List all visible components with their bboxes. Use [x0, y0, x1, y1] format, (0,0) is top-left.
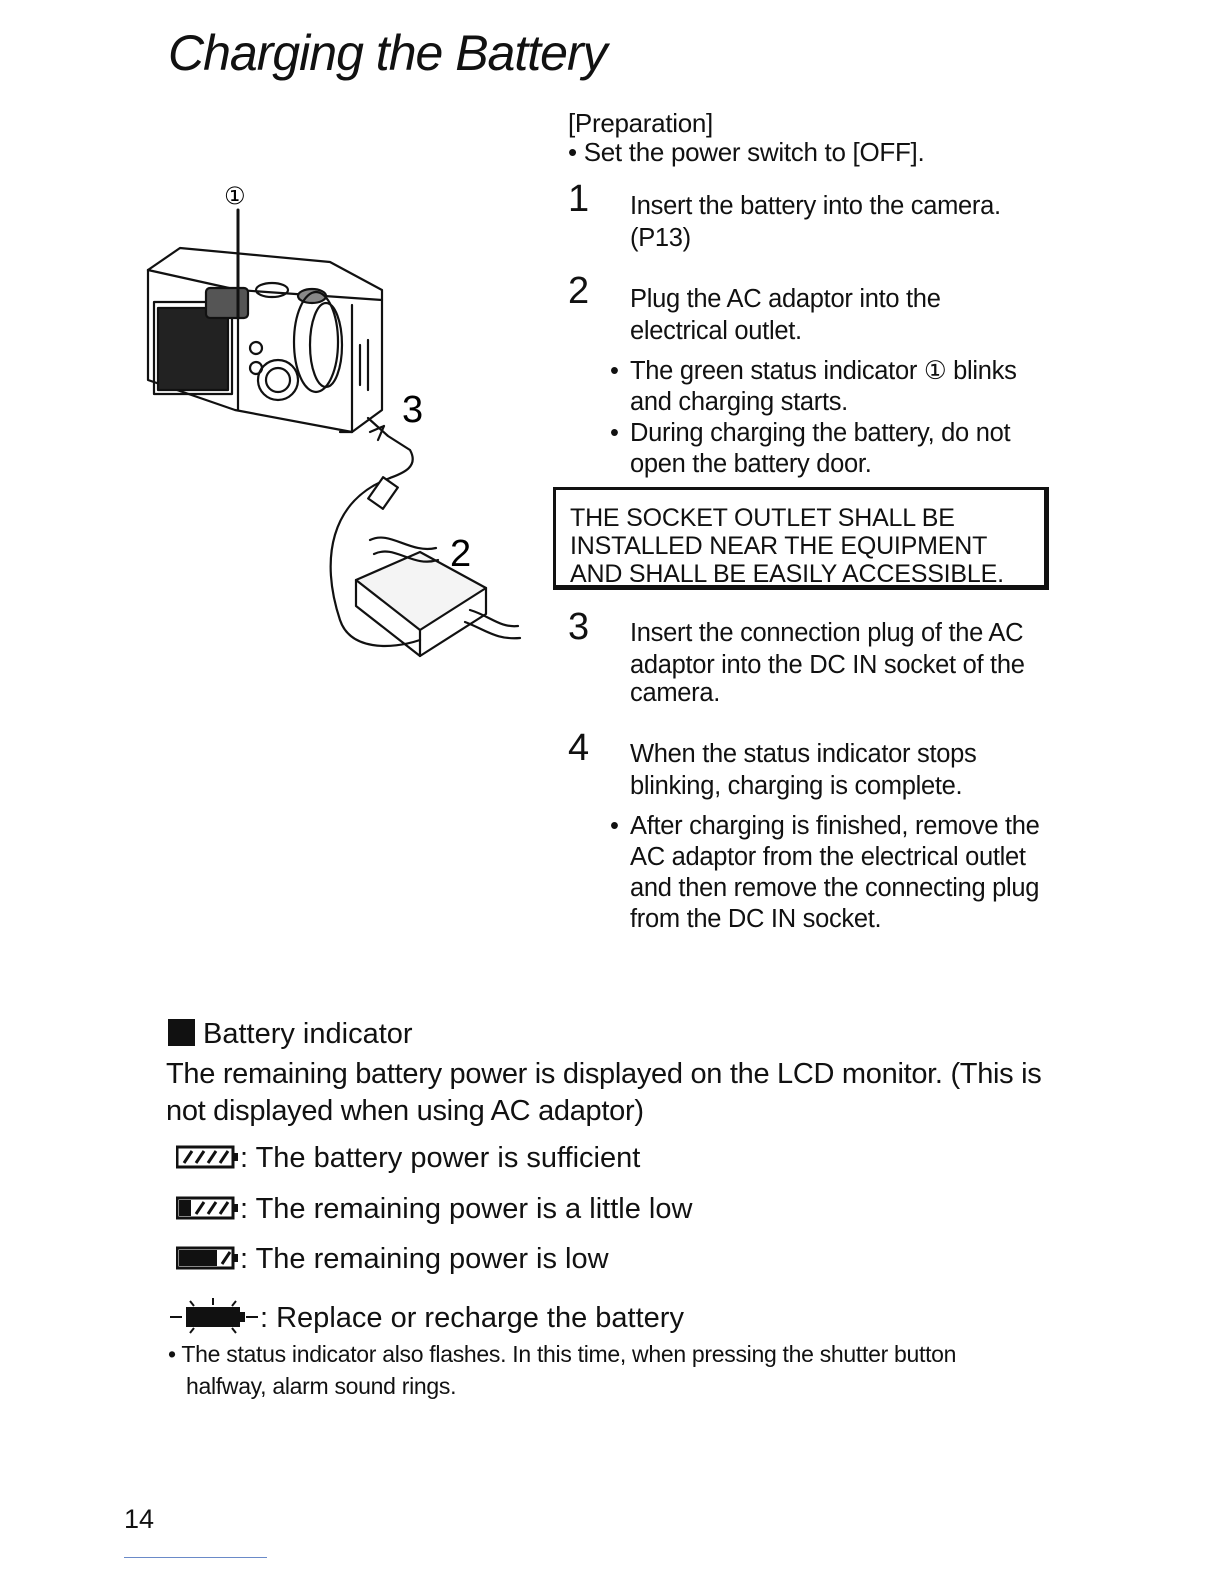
list-item: • During charging the battery, do not op…	[610, 418, 1060, 480]
list-item: • The green status indicator ① blinks an…	[610, 356, 1060, 418]
step-4-number: 4	[568, 727, 590, 769]
warning-line: THE SOCKET OUTLET SHALL BE	[570, 504, 955, 532]
warning-box: THE SOCKET OUTLET SHALL BE INSTALLED NEA…	[553, 487, 1049, 590]
warning-line: INSTALLED NEAR THE EQUIPMENT	[570, 532, 988, 560]
step-2-text: Plug the AC adaptor into the electrical …	[630, 283, 1060, 347]
battery-low-icon	[175, 1246, 238, 1270]
step-1-line: Insert the battery into the camera.	[630, 192, 1001, 220]
step-3-number: 3	[568, 606, 590, 648]
footer-divider	[124, 1557, 267, 1558]
indicator-text: : The remaining power is a little low	[240, 1193, 693, 1225]
bullet-line: and then remove the connecting plug	[630, 874, 1040, 902]
callout-1-label: ①	[224, 182, 246, 210]
preparation-item: • Set the power switch to [OFF].	[568, 137, 925, 167]
step-4-bullets: • After charging is finished, remove the…	[610, 811, 1060, 935]
note-line: • The status indicator also flashes. In …	[168, 1341, 957, 1367]
step-3-line: adaptor into the DC IN socket of the	[630, 651, 1025, 679]
step-2-line: Plug the AC adaptor into the	[630, 285, 941, 313]
step-2-number: 2	[568, 270, 590, 312]
bullet-line: and charging starts.	[630, 388, 848, 416]
battery-heading-text: Battery indicator	[203, 1018, 413, 1050]
bullet-line: AC adaptor from the electrical outlet	[630, 843, 1026, 871]
step-3-text: Insert the connection plug of the AC ada…	[630, 617, 1060, 709]
description-line: not displayed when using AC adaptor)	[166, 1095, 644, 1127]
warning-line: AND SHALL BE EASILY ACCESSIBLE.	[570, 560, 1004, 588]
step-3-line: camera.	[630, 679, 721, 707]
step-2-bullets: • The green status indicator ① blinks an…	[610, 356, 1060, 480]
indicator-row-full: : The battery power is sufficient	[175, 1142, 641, 1175]
callout-3-label: 3	[402, 389, 423, 431]
preparation-label: [Preparation]	[568, 108, 713, 138]
page-number: 14	[124, 1504, 155, 1534]
step-3-line: Insert the connection plug of the AC	[630, 619, 1024, 647]
indicator-text: : The battery power is sufficient	[240, 1142, 641, 1174]
list-item: • After charging is finished, remove the…	[610, 811, 1060, 935]
indicator-text: : The remaining power is low	[240, 1243, 609, 1275]
indicator-row-low: : The remaining power is low	[175, 1243, 609, 1276]
bullet-line: During charging the battery, do not	[630, 419, 1011, 447]
step-4-line: When the status indicator stops	[630, 740, 977, 768]
callout-2-label: 2	[450, 533, 471, 575]
step-4-line: blinking, charging is complete.	[630, 772, 963, 800]
note-line: halfway, alarm sound rings.	[186, 1373, 457, 1399]
battery-empty-flashing-icon	[170, 1298, 258, 1334]
camera-charging-illustration: ① 3 2	[146, 182, 522, 658]
indicator-text: : Replace or recharge the battery	[260, 1302, 684, 1334]
step-1-number: 1	[568, 178, 590, 220]
step-1-text: Insert the battery into the camera. (P13…	[630, 190, 1060, 254]
bullet-line: The green status indicator ① blinks	[630, 357, 1017, 385]
bullet-line: After charging is finished, remove the	[630, 812, 1040, 840]
battery-indicator-heading: Battery indicator	[168, 1018, 413, 1051]
bullet-dot: •	[610, 357, 619, 385]
step-4-text: When the status indicator stops blinking…	[630, 738, 1060, 802]
bullet-line: open the battery door.	[630, 450, 872, 478]
battery-note: • The status indicator also flashes. In …	[168, 1338, 1068, 1402]
description-line: The remaining battery power is displayed…	[166, 1058, 1042, 1090]
indicator-row-medium: : The remaining power is a little low	[175, 1193, 693, 1226]
battery-description: The remaining battery power is displayed…	[166, 1056, 1066, 1130]
battery-full-icon	[175, 1145, 238, 1169]
step-2-line: electrical outlet.	[630, 317, 802, 345]
bullet-dot: •	[610, 419, 619, 447]
step-1-line: (P13)	[630, 224, 691, 252]
bullet-dot: •	[610, 812, 619, 840]
battery-medium-icon	[175, 1196, 238, 1220]
section-marker-icon	[168, 1019, 195, 1046]
page-title: Charging the Battery	[168, 25, 608, 81]
bullet-line: from the DC IN socket.	[630, 905, 882, 933]
indicator-row-empty: : Replace or recharge the battery	[168, 1297, 684, 1335]
